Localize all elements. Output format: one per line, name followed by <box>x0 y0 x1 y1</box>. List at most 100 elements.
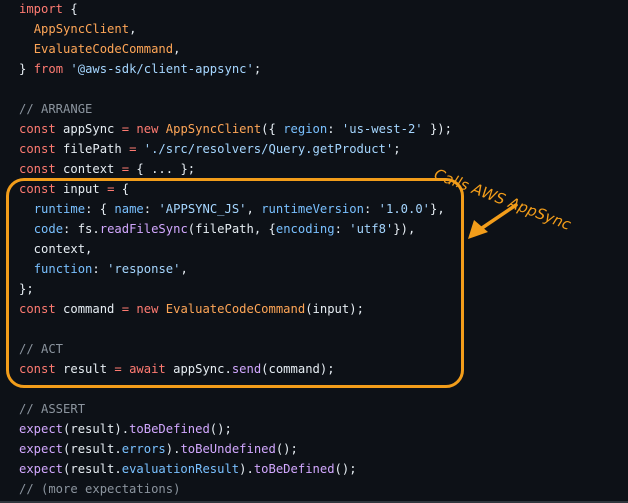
code-token-kw: const <box>19 122 56 136</box>
code-token-pl: context <box>55 162 122 176</box>
code-token-kw: const <box>19 162 56 176</box>
code-token-pl: ; <box>253 62 262 76</box>
code-token-pl: { <box>114 182 130 196</box>
code-line: const context = { ... }; <box>19 159 452 179</box>
code-token-pl: : { <box>85 202 115 216</box>
code-line: } from '@aws-sdk/client-appsync'; <box>19 59 452 79</box>
code-token-str: 'APPSYNC_JS' <box>158 202 247 216</box>
code-token-str: 'us-west-2' <box>341 122 423 136</box>
code-token-pl: (input); <box>305 302 364 316</box>
code-line: expect(result.evaluationResult).toBeDefi… <box>19 459 452 479</box>
code-line: AppSyncClient, <box>19 19 452 39</box>
code-token-pl: , <box>180 262 188 276</box>
highlight-box <box>6 178 464 388</box>
code-token-prop: runtime <box>33 202 86 216</box>
code-token-pl: : <box>92 262 108 276</box>
code-token-kw: = <box>129 142 137 156</box>
code-token-kw: = <box>114 362 122 376</box>
code-token-pl: } <box>19 62 34 76</box>
code-token-prop: code <box>33 222 64 236</box>
code-token-pl: { ... }; <box>129 162 196 176</box>
code-token-pl: (); <box>334 462 357 476</box>
code-token-kw: const <box>19 182 56 196</box>
code-token-cls: AppSyncClient <box>165 122 262 136</box>
code-line: // ASSERT <box>19 399 452 419</box>
code-line: expect(result.errors).toBeUndefined(); <box>19 439 452 459</box>
code-token-kw: = <box>107 182 115 196</box>
code-line: EvaluateCodeCommand, <box>19 39 452 59</box>
code-token-prop: evaluationResult <box>121 462 240 476</box>
code-token-cm: // ASSERT <box>19 402 86 416</box>
code-token-pl: { <box>63 2 78 16</box>
code-token-fn: expect <box>19 422 64 436</box>
code-token-kw: from <box>33 62 64 76</box>
code-token-pl: (filePath, { <box>187 222 276 236</box>
code-line: const filePath = './src/resolvers/Query.… <box>19 139 452 159</box>
code-token-pl: ). <box>165 442 181 456</box>
code-token-pl: : <box>334 222 350 236</box>
code-token-fn: toBeDefined <box>129 422 210 436</box>
code-token-cls: AppSyncClient <box>33 22 130 36</box>
code-token-pl: result <box>55 362 115 376</box>
code-token-kw: import <box>19 2 64 16</box>
code-token-kw: = <box>121 162 130 176</box>
code-line: // (more expectations) <box>19 479 452 499</box>
code-line: }; <box>19 279 452 299</box>
code-token-pl: ({ <box>261 122 284 136</box>
code-token-pl: }), <box>393 222 416 236</box>
code-token-str: 'utf8' <box>349 222 394 236</box>
code-line: import { <box>19 0 452 19</box>
code-token-kw: = <box>121 302 130 316</box>
code-token-cls: EvaluateCodeCommand <box>33 42 174 56</box>
code-token-pl: (result. <box>63 442 122 456</box>
code-token-pl: context, <box>19 242 93 256</box>
code-token-prop: function <box>33 262 93 276</box>
code-token-kw: const <box>19 142 56 156</box>
code-token-pl: , <box>129 22 137 36</box>
code-token-kw: = <box>121 122 130 136</box>
code-token-pl: , <box>246 202 262 216</box>
code-token-pl: , <box>173 42 181 56</box>
code-token-kw: new <box>136 302 159 316</box>
code-token-fn: expect <box>19 462 64 476</box>
code-token-pl: input <box>55 182 108 196</box>
code-token-pl: (result). <box>63 422 130 436</box>
code-token-str: './src/resolvers/Query.getProduct' <box>143 142 394 156</box>
code-line: context, <box>19 239 452 259</box>
code-token-cm: // ACT <box>19 342 64 356</box>
code-line: expect(result).toBeDefined(); <box>19 419 452 439</box>
code-token-fn: send <box>231 362 262 376</box>
code-token-pl: : <box>143 202 159 216</box>
code-token-str: 'response' <box>107 262 181 276</box>
code-token-pl <box>19 42 34 56</box>
code-token-prop: errors <box>121 442 166 456</box>
code-token-kw: const <box>19 362 56 376</box>
code-token-str: '1.0.0' <box>378 202 431 216</box>
code-token-pl: : <box>327 122 342 136</box>
code-token-prop: encoding <box>275 222 335 236</box>
code-token-prop: region <box>283 122 328 136</box>
code-token-pl: (); <box>209 422 232 436</box>
code-token-fn: expect <box>19 442 64 456</box>
code-token-pl: : fs. <box>63 222 100 236</box>
code-line: const input = { <box>19 179 452 199</box>
code-token-pl: : <box>363 202 379 216</box>
code-token-pl: (result. <box>63 462 122 476</box>
code-token-cm: // ARRANGE <box>19 102 93 116</box>
code-token-pl: (command); <box>261 362 335 376</box>
code-line: runtime: { name: 'APPSYNC_JS', runtimeVe… <box>19 199 452 219</box>
code-line: // ARRANGE <box>19 99 452 119</box>
code-token-kw: await <box>129 362 166 376</box>
code-token-pl: appSync. <box>165 362 232 376</box>
code-token-pl: appSync <box>55 122 122 136</box>
code-line: const command = new EvaluateCodeCommand(… <box>19 299 452 319</box>
code-token-fn: readFileSync <box>99 222 188 236</box>
code-token-cm: // (more expectations) <box>19 482 181 496</box>
code-token-cls: EvaluateCodeCommand <box>165 302 306 316</box>
arrow-icon <box>468 203 518 239</box>
code-token-pl: }, <box>430 202 445 216</box>
code-token-pl <box>158 122 165 136</box>
code-token-prop: runtimeVersion <box>261 202 364 216</box>
code-token-pl <box>19 22 34 36</box>
code-token-fn: toBeDefined <box>253 462 335 476</box>
